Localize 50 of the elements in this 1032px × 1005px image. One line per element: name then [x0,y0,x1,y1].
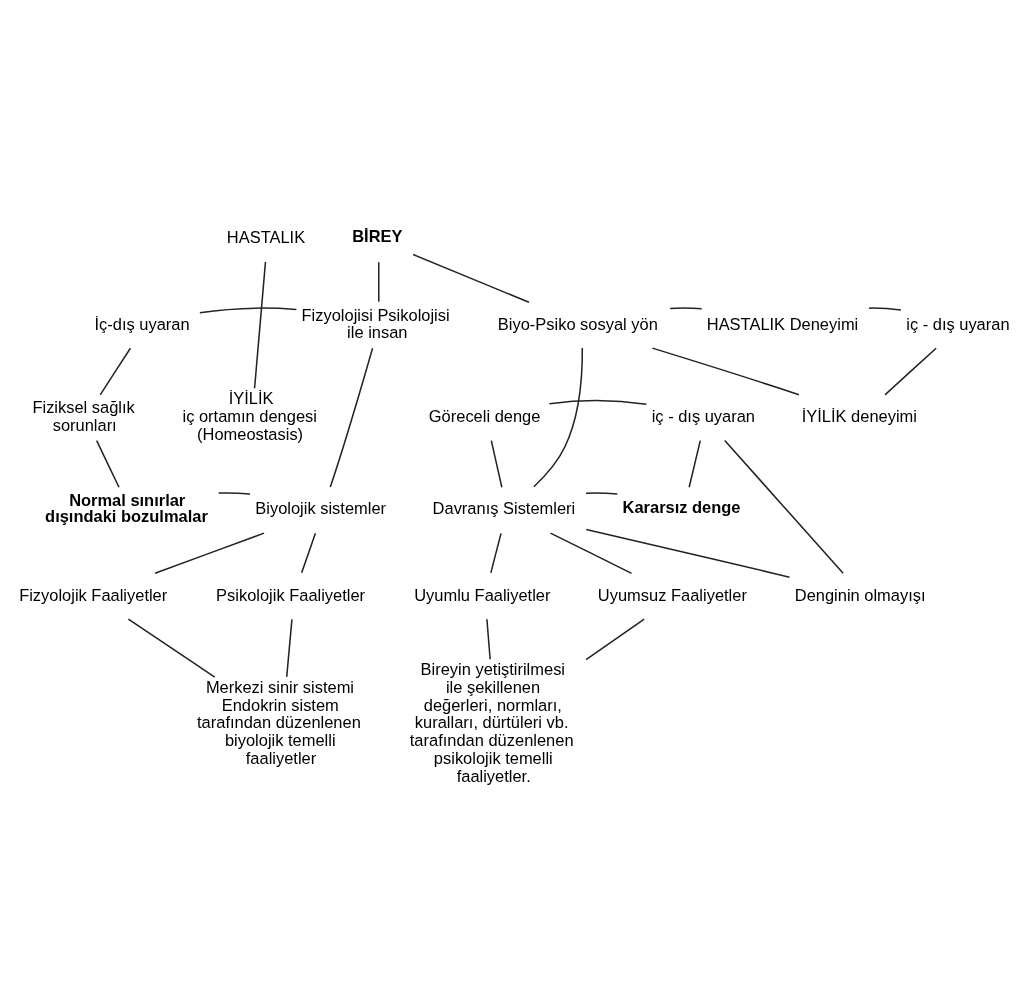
connector [485,618,491,660]
connector [584,492,618,495]
connector [98,347,131,396]
node-text: Uyumlu Faaliyetler [413,585,550,604]
node-text: İYİLİK deneyimi [801,406,917,425]
connector [687,439,701,489]
node-text: İç-dış uyaran [93,314,190,333]
connector [95,439,120,489]
node-text: İYİLİK iç ortamın dengesi (Homeostasis) [181,389,317,443]
connector [153,532,265,575]
node-text: Fiziksel sağlık sorunları [31,398,135,434]
node-text: Normal sınırlar dışındaki bozulmalar [44,490,208,525]
connector [329,347,373,488]
node-text: Kararsız denge [622,498,741,517]
connector [723,439,844,574]
node-text: Denginin olmayışı [794,585,926,604]
node-text: HASTALIK [226,228,305,247]
node-text: Psikolojik Faaliyetler [215,585,365,604]
node-text: iç - dış uyaran [905,314,1010,333]
connector [549,532,632,575]
connector [377,261,380,303]
connector [867,307,902,311]
connector [198,307,297,314]
node-text: Göreceli denge [428,406,540,425]
connector [253,261,266,389]
node-text: iç - dış uyaran [651,406,755,425]
node-text: Davranış Sistemleri [432,499,575,518]
connector [489,532,502,574]
connector [127,618,215,678]
connector [883,347,937,396]
node-text: Biyo-Psiko sosyal yön [497,314,658,333]
connector [411,253,530,304]
node-text: BİREY [351,227,402,246]
node-text: HASTALIK Deneyimi [706,314,858,333]
connector [285,618,293,678]
node-text: Uyumsuz Faaliyetler [597,585,747,604]
connector [584,618,645,661]
connector [585,528,790,578]
connector [548,399,647,405]
connector [668,307,702,310]
connector [532,347,583,488]
node-text: Fizyolojisi Psikolojisi ile insan [301,305,450,342]
connector [490,439,503,489]
connector [300,532,316,574]
node-text: Fizyolojik Faaliyetler [18,585,167,604]
connector [651,347,800,396]
connector [217,492,251,495]
node-text: Merkezi sinir sistemi Endokrin sistem tarafından düzenlenen biyolojik temelli faaliyetler [196,677,361,767]
node-text: Biyolojik sistemler [254,499,386,518]
node-text: Bireyin yetiştirilmesi ile şekillenen değerleri, normları, kuralları, dürtüleri vb. tarafından düzenlenen psikolojik temelli faaliyetler. [409,660,574,785]
